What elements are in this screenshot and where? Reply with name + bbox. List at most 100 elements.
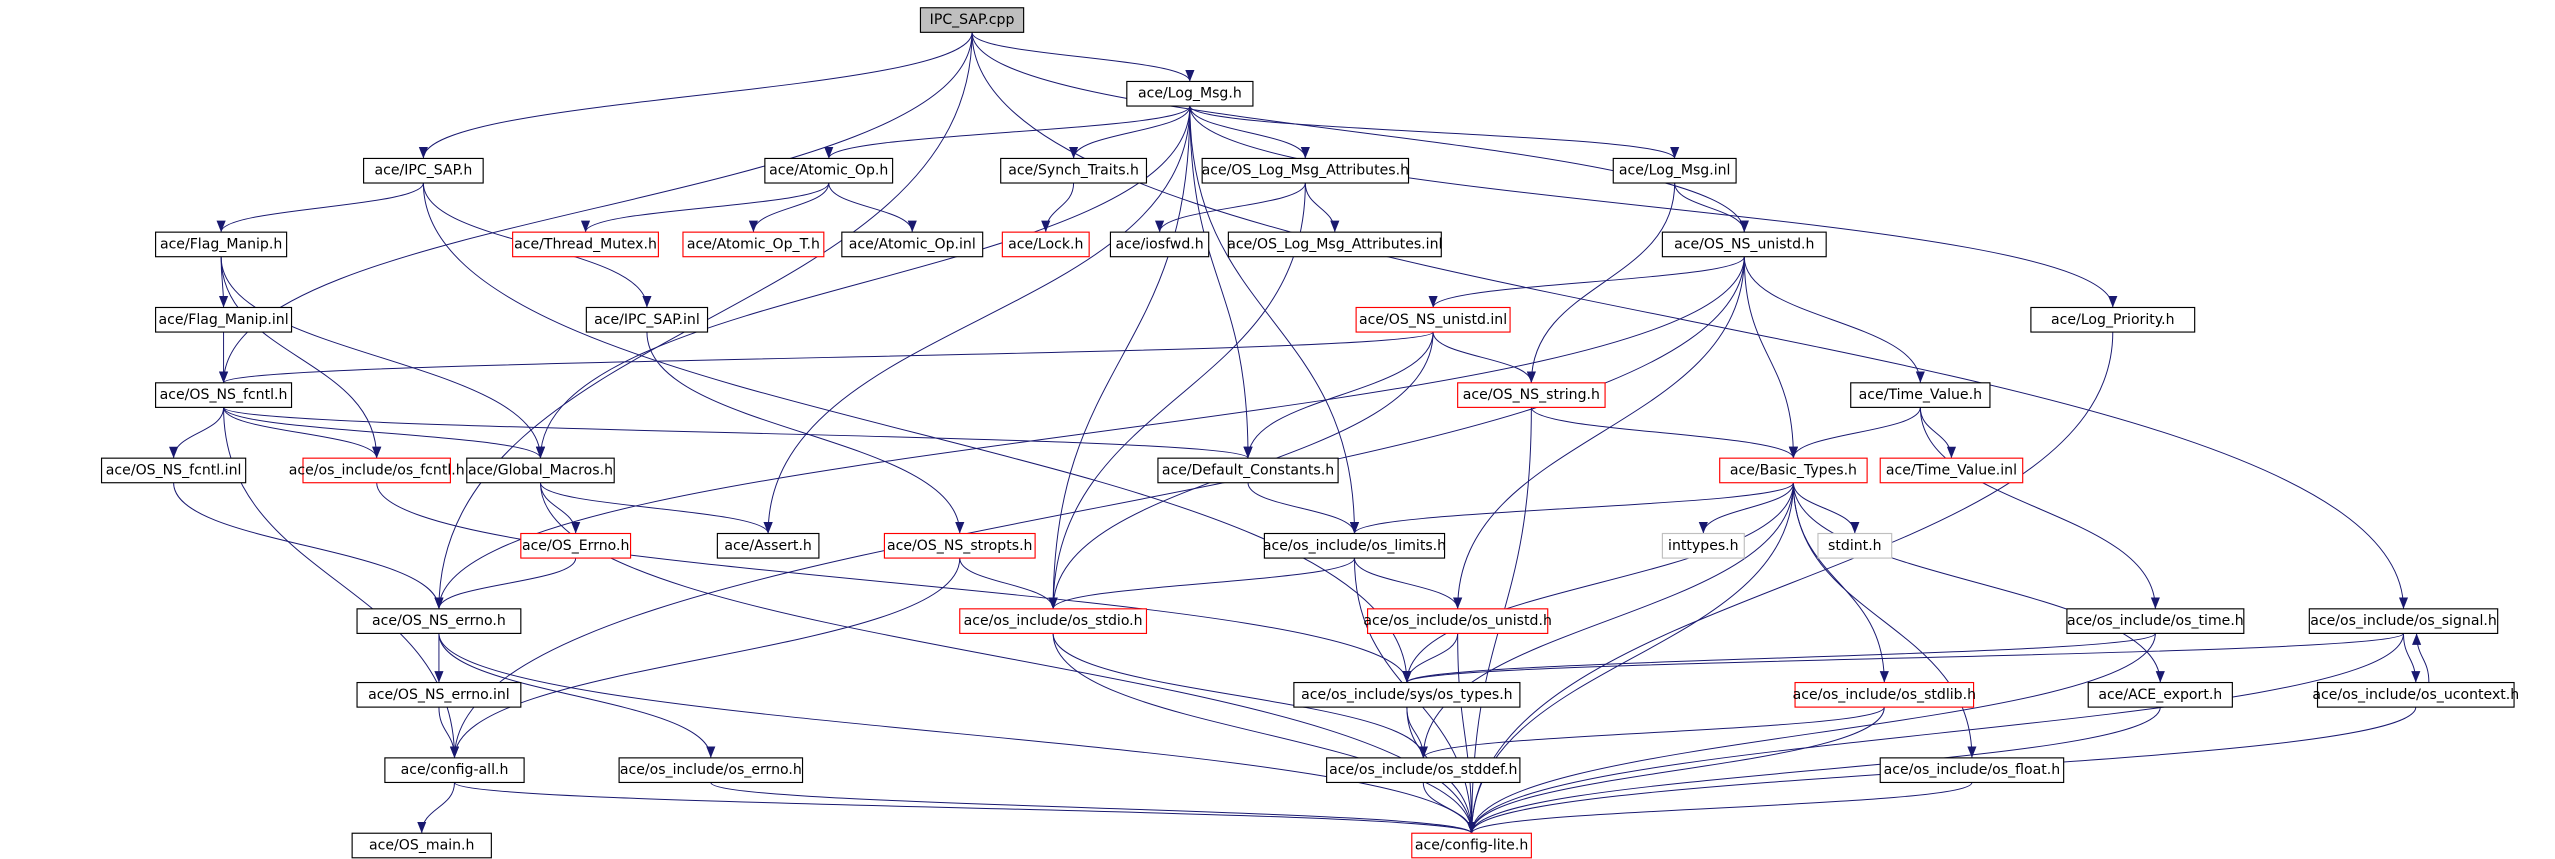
edge-unistdinl-to-stringh <box>1432 331 1536 383</box>
node-osfcntl[interactable]: ace/os_include/os_fcntl.h <box>289 457 465 484</box>
node-oserrno[interactable]: ace/OS_Errno.h <box>520 532 632 559</box>
node-atomich[interactable]: ace/Atomic_Op.h <box>764 157 894 184</box>
node-osstddef[interactable]: ace/os_include/os_stddef.h <box>1326 757 1521 784</box>
node-oslmainl[interactable]: ace/OS_Log_Msg_Attributes.inl <box>1227 231 1442 258</box>
node-ipcsapinl[interactable]: ace/IPC_SAP.inl <box>585 306 709 333</box>
node-assert[interactable]: ace/Assert.h <box>716 532 820 559</box>
node-label: ace/os_include/os_fcntl.h <box>289 462 465 478</box>
node-logmsginl[interactable]: ace/Log_Msg.inl <box>1612 157 1737 184</box>
edge-defconst-to-oslimits <box>1247 482 1360 534</box>
edge-logmsg-to-logmsginl <box>1189 105 1680 159</box>
node-label: ace/os_include/os_errno.h <box>620 762 802 778</box>
edge-basic-to-ostypes <box>1402 482 1794 683</box>
edge-ipcsaph-to-flagh <box>216 182 424 233</box>
node-ossignal[interactable]: ace/os_include/os_signal.h <box>2308 608 2499 634</box>
edge-flagh-to-globalm <box>220 256 546 459</box>
node-label: ace/Atomic_Op.h <box>769 163 888 179</box>
node-box <box>1817 532 1893 559</box>
node-thrmutex[interactable]: ace/Thread_Mutex.h <box>512 231 659 258</box>
edge-atomich-to-atomict <box>748 182 830 233</box>
node-osfloat[interactable]: ace/os_include/os_float.h <box>1879 757 2065 784</box>
edge-cpp-to-unistdh <box>971 32 1749 233</box>
node-globalm[interactable]: ace/Global_Macros.h <box>466 457 615 484</box>
edge-ossignal-to-osucontext <box>2403 633 2421 683</box>
node-cpp[interactable]: IPC_SAP.cpp <box>919 7 1025 33</box>
node-osunistd[interactable]: ace/os_include/os_unistd.h <box>1363 608 1552 634</box>
node-fcntlh[interactable]: ace/OS_NS_fcntl.h <box>155 382 293 408</box>
node-box <box>1661 231 1827 258</box>
node-osucontext[interactable]: ace/os_include/os_ucontext.h <box>2312 681 2519 708</box>
node-box <box>1109 231 1210 258</box>
node-label: ace/ACE_export.h <box>2098 687 2222 703</box>
node-box <box>2316 681 2515 708</box>
node-box <box>585 306 709 333</box>
node-label: ace/os_include/os_float.h <box>1884 762 2061 778</box>
node-osstdio[interactable]: ace/os_include/os_stdio.h <box>959 608 1148 634</box>
edge-fcntlinl-to-nserrno <box>173 482 444 609</box>
node-label: ace/iosfwd.h <box>1115 236 1203 252</box>
node-unistdh[interactable]: ace/OS_NS_unistd.h <box>1661 231 1827 258</box>
node-ostypes[interactable]: ace/os_include/sys/os_types.h <box>1293 681 1521 708</box>
node-label: ace/Log_Priority.h <box>2051 312 2174 328</box>
node-oslimits[interactable]: ace/os_include/os_limits.h <box>1263 532 1446 559</box>
node-osmain[interactable]: ace/OS_main.h <box>351 832 492 859</box>
node-logprio[interactable]: ace/Log_Priority.h <box>2030 306 2196 333</box>
node-stropts[interactable]: ace/OS_NS_stropts.h <box>883 532 1036 559</box>
node-label: ace/config-lite.h <box>1415 838 1528 854</box>
node-nserrnoinl[interactable]: ace/OS_NS_errno.inl <box>356 681 522 708</box>
edge-fcntlh-to-globalm <box>223 407 545 459</box>
node-atomicinl[interactable]: ace/Atomic_Op.inl <box>841 231 984 258</box>
node-label: ace/OS_NS_fcntl.h <box>160 387 288 403</box>
node-osstdlib[interactable]: ace/os_include/os_stdlib.h <box>1793 681 1976 708</box>
node-configlite[interactable]: ace/config-lite.h <box>1411 832 1532 859</box>
edge-basic-to-osfloat <box>1792 482 1977 758</box>
edge-logmsg-to-oslimits <box>1189 106 1360 534</box>
node-inttypes[interactable]: inttypes.h <box>1661 532 1745 559</box>
node-lock[interactable]: ace/Lock.h <box>1001 231 1090 258</box>
node-box <box>1001 231 1090 258</box>
node-export[interactable]: ace/ACE_export.h <box>2087 681 2233 708</box>
node-box <box>1661 532 1745 559</box>
node-flaginl[interactable]: ace/Flag_Manip.inl <box>155 306 293 333</box>
node-stringh[interactable]: ace/OS_NS_string.h <box>1457 382 1606 408</box>
node-fcntlinl[interactable]: ace/OS_NS_fcntl.inl <box>100 457 247 484</box>
edge-globalm-to-oserrno <box>539 482 581 534</box>
edge-fcntlh-to-defconst <box>223 406 1253 459</box>
node-timeinl[interactable]: ace/Time_Value.inl <box>1879 457 2024 484</box>
edge-cpp-to-ossignal <box>971 32 2409 609</box>
node-oserrnoh[interactable]: ace/os_include/os_errno.h <box>618 757 804 784</box>
node-nserrno[interactable]: ace/OS_NS_errno.h <box>356 608 522 634</box>
node-logmsg[interactable]: ace/Log_Msg.h <box>1126 80 1254 107</box>
node-label: ace/Time_Value.inl <box>1886 462 2017 478</box>
node-box <box>1457 382 1606 408</box>
node-box <box>1794 681 1975 708</box>
node-synch[interactable]: ace/Synch_Traits.h <box>1000 157 1148 184</box>
node-flagh[interactable]: ace/Flag_Manip.h <box>155 231 288 258</box>
edge-timeh-to-basic <box>1788 407 1921 459</box>
node-timeh[interactable]: ace/Time_Value.h <box>1850 382 1991 408</box>
node-box <box>764 157 894 184</box>
node-label: ace/OS_Log_Msg_Attributes.h <box>1202 163 1409 179</box>
edge-ossignal-to-configlite <box>1467 633 2404 834</box>
node-configall[interactable]: ace/config-all.h <box>384 757 525 784</box>
node-label: stdint.h <box>1828 538 1882 554</box>
node-ipcsaph[interactable]: ace/IPC_SAP.h <box>363 157 484 184</box>
node-atomict[interactable]: ace/Atomic_Op_T.h <box>682 231 825 258</box>
node-iosfwd[interactable]: ace/iosfwd.h <box>1109 231 1210 258</box>
node-box <box>1326 757 1521 784</box>
node-label: ace/Basic_Types.h <box>1730 462 1857 478</box>
node-box <box>1263 532 1446 559</box>
edge-logmsg-to-defconst <box>1189 106 1253 459</box>
node-unistdinl[interactable]: ace/OS_NS_unistd.inl <box>1355 306 1511 333</box>
node-label: ace/os_include/os_stddef.h <box>1329 762 1517 778</box>
node-oslma[interactable]: ace/OS_Log_Msg_Attributes.h <box>1201 157 1410 184</box>
node-ostime[interactable]: ace/os_include/os_time.h <box>2066 608 2245 634</box>
node-basic[interactable]: ace/Basic_Types.h <box>1719 457 1868 484</box>
edge-unistdh-to-basic <box>1743 256 1798 459</box>
node-label: ace/Atomic_Op.inl <box>849 236 976 252</box>
node-defconst[interactable]: ace/Default_Constants.h <box>1157 457 1339 484</box>
node-label: ace/os_include/os_stdio.h <box>964 613 1143 629</box>
node-stdint[interactable]: stdint.h <box>1817 532 1893 559</box>
edge-unistdh-to-timeh <box>1743 256 1925 383</box>
edge-osstdlib-to-osstddef <box>1418 706 1885 759</box>
